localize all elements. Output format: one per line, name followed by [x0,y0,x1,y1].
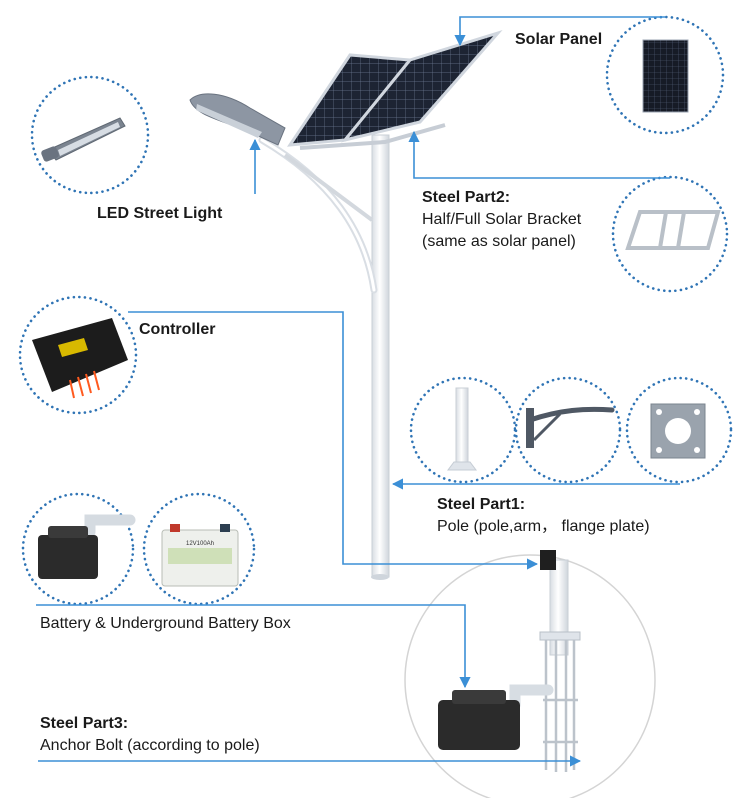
steel-part3-line1: Anchor Bolt (according to pole) [40,737,260,754]
bracket-frame-icon [625,210,721,250]
main-pole [371,134,390,580]
pole-icon [447,387,477,471]
arm-icon [526,406,615,448]
solar-panel-array [287,30,503,150]
led-street-light-label: LED Street Light [97,205,223,222]
steel-part3-title: Steel Part3: [40,715,129,732]
battery-label: Battery & Underground Battery Box [40,615,291,632]
installation-detail [438,550,581,772]
led-luminaire [189,93,286,146]
battery-box-icon [38,514,136,579]
steel-part2-line2: (same as solar panel) [422,233,576,250]
controller-label: Controller [139,321,216,338]
battery-icon: 12V100Ah [161,524,239,587]
arrow-battery [36,604,471,689]
solar-panel-label: Solar Panel [515,31,603,48]
flange-plate-icon [650,403,706,459]
arrow-solar-panel [454,16,665,47]
solar-panel-icon [642,39,689,113]
steel-part2-title: Steel Part2: [422,189,511,206]
battery-model-text: 12V100Ah [186,541,214,547]
steel-part1-title: Steel Part1: [437,496,526,513]
steel-part2-line1: Half/Full Solar Bracket [422,211,582,228]
arm-thumb-circle [514,376,622,484]
arrow-steel-part2 [408,130,670,179]
light-arm [258,136,378,294]
arrow-controller [128,311,539,570]
bracket-thumb-circle [611,175,729,293]
led-lamp-icon [41,117,126,162]
steel-part1-line1: Pole (pole,arm， flange plate) [437,518,650,535]
charge-controller-icon [32,318,128,399]
